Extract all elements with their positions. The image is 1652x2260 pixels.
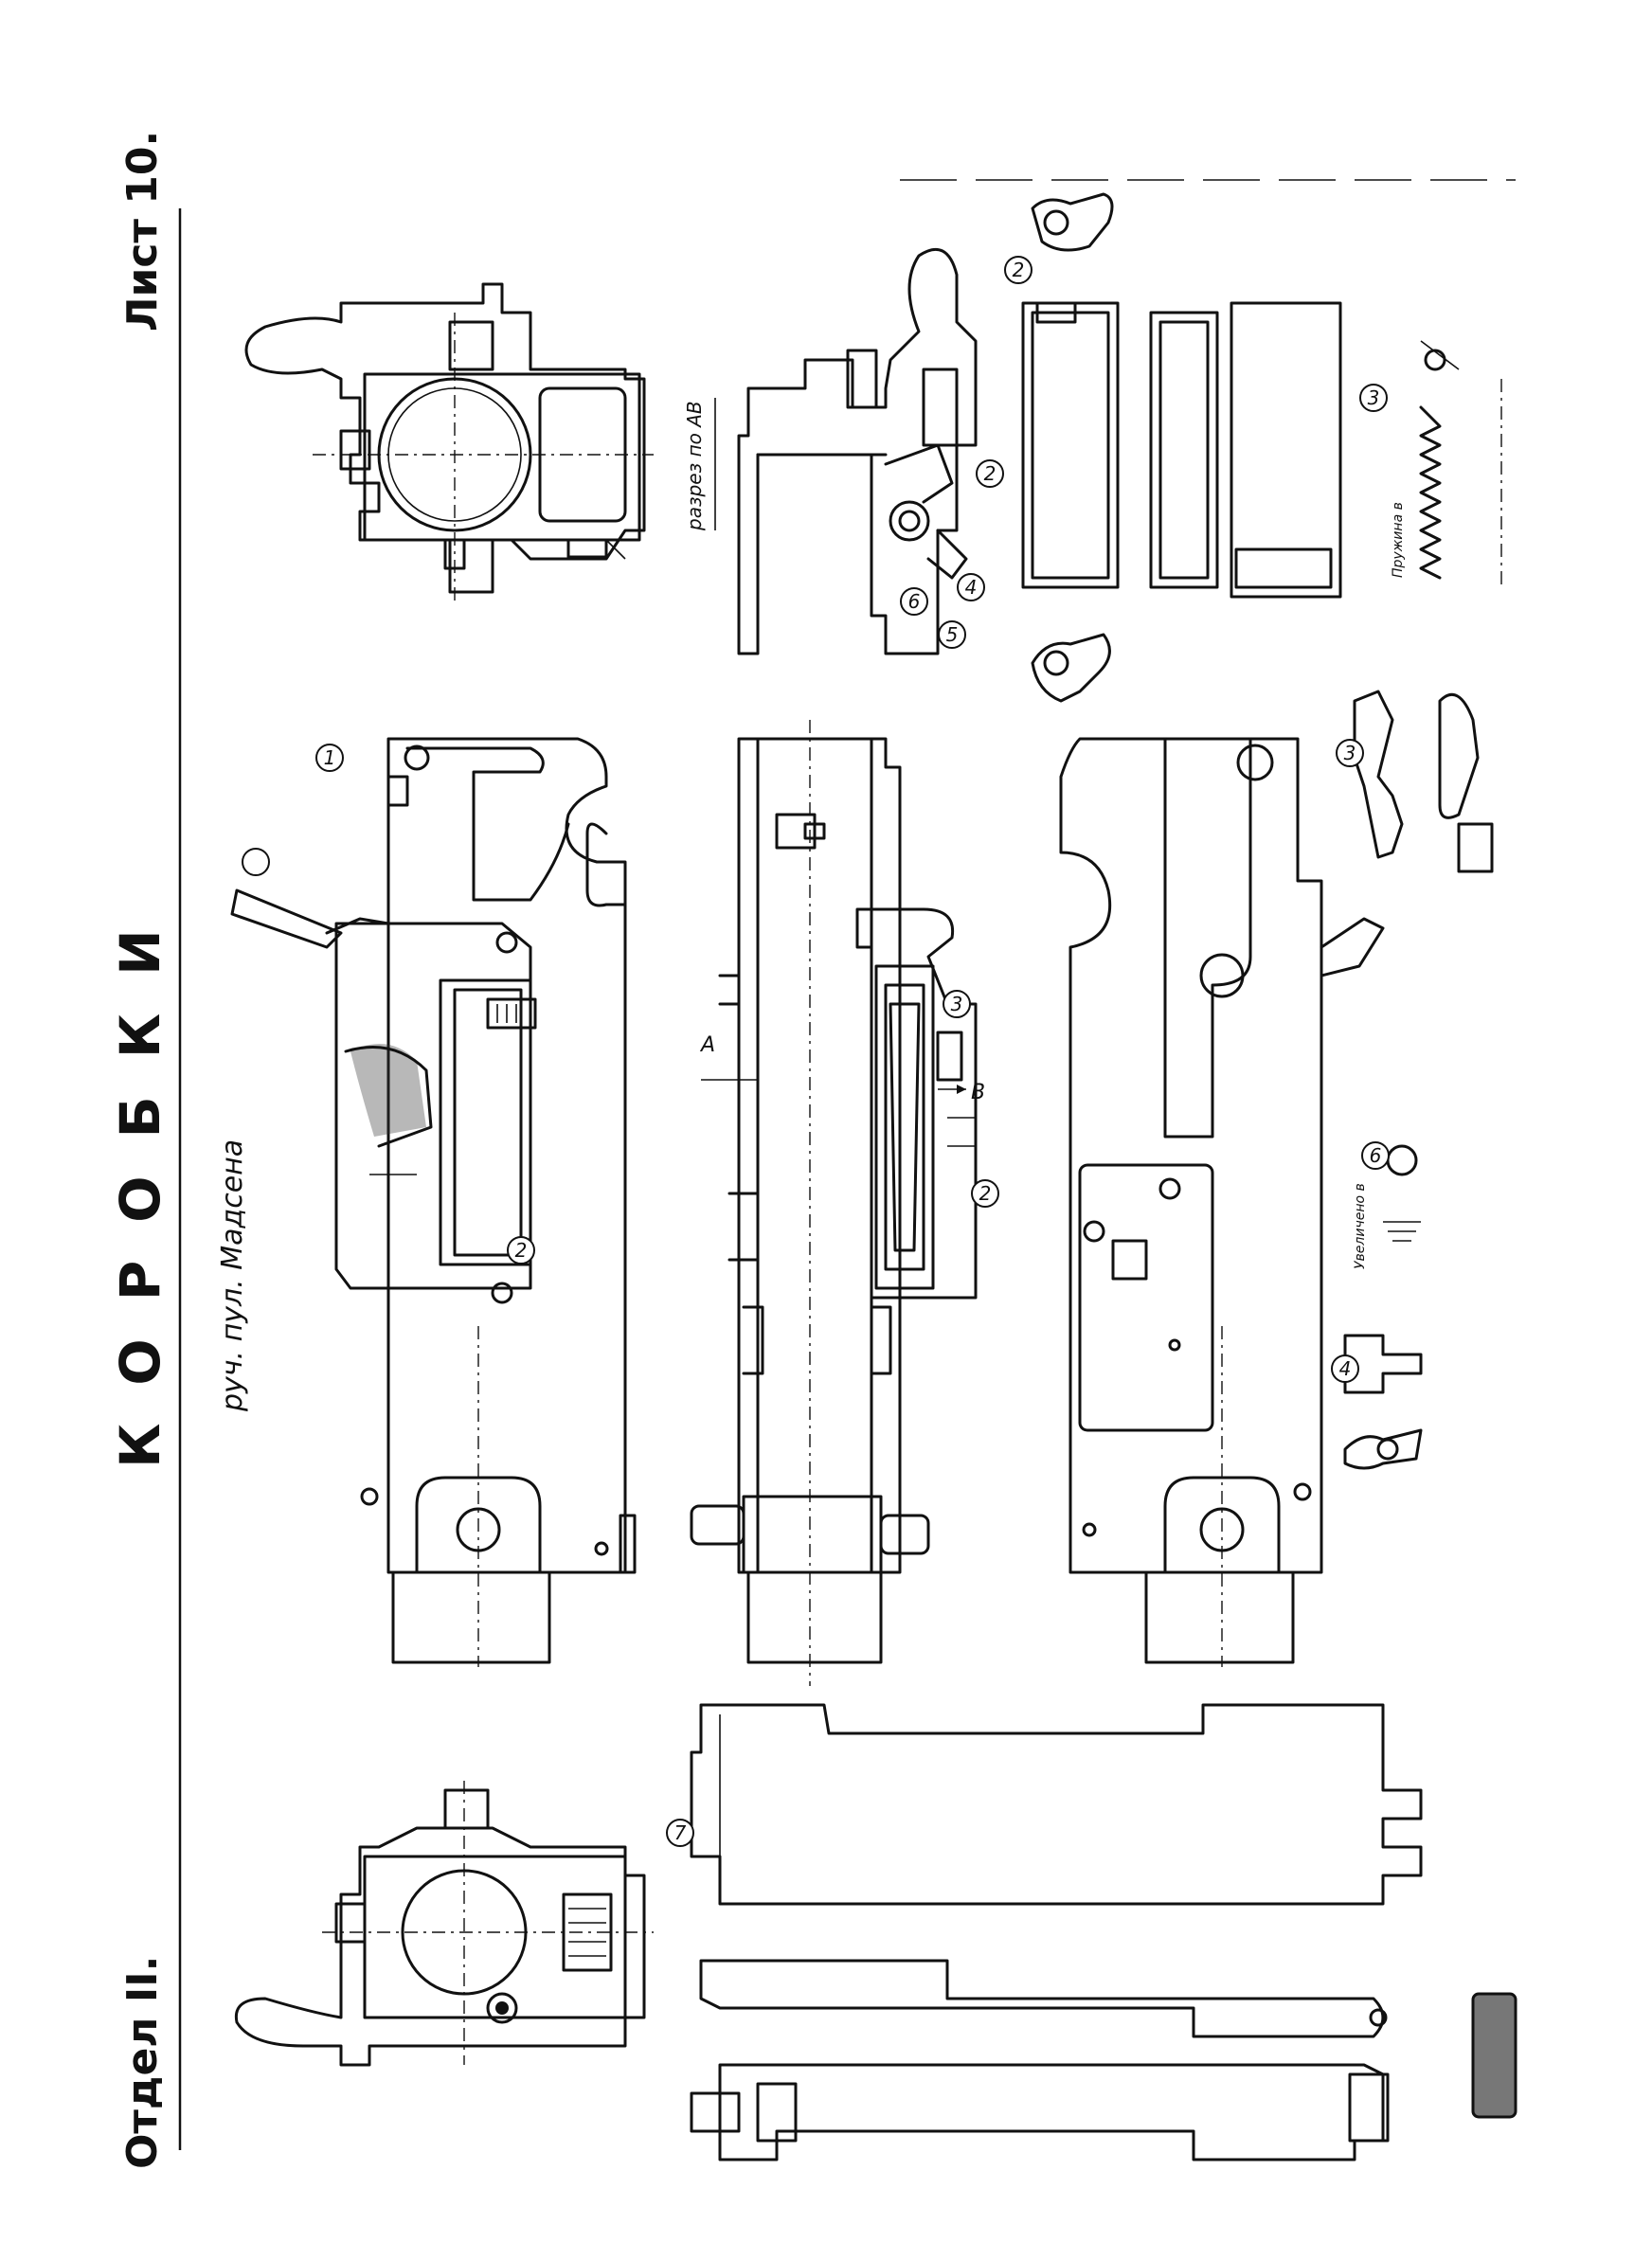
svg-text:5: 5 bbox=[946, 623, 959, 646]
spring bbox=[1419, 405, 1442, 580]
section-ab-drawing: разрез по АВ bbox=[683, 247, 978, 655]
section-title: Отдел II. bbox=[118, 1956, 167, 2169]
callout-3a: 3 bbox=[943, 990, 971, 1018]
callout-8 bbox=[242, 848, 270, 876]
svg-text:3: 3 bbox=[1344, 742, 1356, 764]
section-label: разрез по АВ bbox=[683, 401, 706, 531]
callout-2d: 2 bbox=[1004, 256, 1032, 284]
svg-text:4: 4 bbox=[965, 576, 978, 599]
callout-2c: 2 bbox=[976, 459, 1004, 488]
svg-text:2: 2 bbox=[1013, 259, 1025, 281]
callout-6a: 6 bbox=[900, 587, 928, 616]
end-view-bottom bbox=[234, 1781, 654, 2067]
callout-2a: 2 bbox=[507, 1236, 535, 1265]
callout-3b: 3 bbox=[1359, 384, 1388, 412]
receiver-top-view: А В bbox=[690, 720, 985, 1686]
svg-text:3: 3 bbox=[951, 993, 963, 1015]
scale-note-2: Пружина в bbox=[1391, 502, 1406, 578]
svg-text:6: 6 bbox=[1370, 1144, 1382, 1167]
svg-text:6: 6 bbox=[908, 590, 921, 613]
textured-block bbox=[1471, 1992, 1517, 2119]
callout-2b: 2 bbox=[971, 1179, 999, 1208]
section-mark-a: А bbox=[699, 1033, 715, 1057]
callout-5a: 5 bbox=[938, 620, 966, 649]
callout-7: 7 bbox=[666, 1819, 694, 1847]
end-view-top bbox=[244, 282, 654, 606]
svg-text:2: 2 bbox=[515, 1239, 528, 1262]
parts-group-right-middle: Увеличено в Пружина в bbox=[1343, 502, 1494, 1470]
svg-text:2: 2 bbox=[984, 462, 997, 485]
drawing-subtitle: руч. пул. Мадсена bbox=[216, 1139, 249, 1412]
callout-1: 1 bbox=[315, 744, 344, 772]
svg-text:7: 7 bbox=[674, 1821, 687, 1844]
parts-group-top-right bbox=[1021, 192, 1502, 703]
svg-text:4: 4 bbox=[1339, 1357, 1352, 1380]
callout-4a: 4 bbox=[957, 573, 985, 601]
callouts: 1 2 3 2 2 6 5 4 2 3 3 6 4 7 bbox=[242, 256, 1390, 1847]
receiver-side-view-1 bbox=[230, 737, 637, 1667]
receiver-side-view-2 bbox=[1059, 737, 1385, 1667]
scale-note-1: Увеличено в bbox=[1353, 1183, 1368, 1269]
callout-4b: 4 bbox=[1331, 1354, 1359, 1383]
callout-6b: 6 bbox=[1361, 1141, 1390, 1170]
svg-text:2: 2 bbox=[979, 1182, 992, 1205]
svg-text:3: 3 bbox=[1368, 386, 1380, 409]
callout-3c: 3 bbox=[1336, 739, 1364, 767]
section-mark-b: В bbox=[971, 1081, 985, 1104]
sheet-number: Лист 10. bbox=[118, 131, 167, 332]
svg-text:1: 1 bbox=[324, 746, 336, 769]
parts-group-bottom bbox=[690, 1703, 1517, 2161]
drawing-title: КОРОБКИ bbox=[108, 891, 172, 1468]
